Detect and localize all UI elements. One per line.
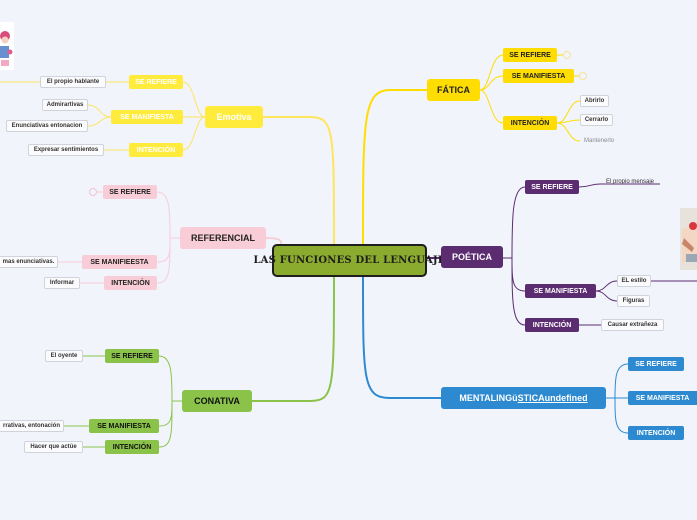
fatica-intencion[interactable]: INTENCIÓN <box>503 116 557 130</box>
referencial-intencion[interactable]: INTENCIÓN <box>104 276 157 290</box>
poetica-se-refiere[interactable]: SE REFIERE <box>525 180 579 194</box>
fatica-leaf-mantenerlo[interactable]: Mantenerlo <box>583 138 615 144</box>
conativa-se-manifiesta[interactable]: SE MANIFIESTA <box>89 419 159 433</box>
fatica-leaf-cerrarlo[interactable]: Cerrarlo <box>580 114 613 126</box>
metalinguistica-se-manifiesta[interactable]: SE MANIFIESTA <box>628 391 697 405</box>
referencial-se-manifiesta[interactable]: SE MANIFIEESTA <box>82 255 157 269</box>
fatica-leaf-abrirlo[interactable]: Abrirlo <box>580 95 609 107</box>
emotiva-leaf-admirativas[interactable]: Admirartivas <box>42 99 88 111</box>
emotiva-leaf-expresar-sentimientos[interactable]: Expresar sentimientos <box>28 144 104 156</box>
poetica-intencion[interactable]: INTENCIÓN <box>525 318 579 332</box>
metalinguistica-label-b: STICAundefined <box>517 393 588 403</box>
emotiva-se-manifiesta[interactable]: SE MANIFIESTA <box>111 110 183 124</box>
fatica-se-refiere[interactable]: SE REFIERE <box>503 48 557 62</box>
emotiva-se-refiere[interactable]: SE REFIERE <box>129 75 183 89</box>
empty-node-circle[interactable] <box>563 51 571 59</box>
conativa-leaf-hacer-que-actue[interactable]: Hacer que actúe <box>24 441 83 453</box>
topic-referencial[interactable]: REFERENCIAL <box>180 227 266 249</box>
central-topic[interactable]: LAS FUNCIONES DEL LENGUAJE <box>253 244 445 277</box>
topic-conativa[interactable]: CONATIVA <box>182 390 252 412</box>
fatica-se-manifiesta[interactable]: SE MANIFIESTA <box>503 69 574 83</box>
conativa-leaf-entonacion[interactable]: rrativas, entonación <box>0 420 64 432</box>
emotiva-leaf-propio-hablante[interactable]: El propio hablante <box>40 76 106 88</box>
referencial-leaf-enunciativas[interactable]: mas enunciativas. <box>0 256 58 268</box>
poetica-leaf-figuras[interactable]: Figuras <box>617 295 650 307</box>
poetica-leaf-estilo[interactable]: EL estilo <box>617 275 651 287</box>
cartoon-girl-icon <box>0 22 14 70</box>
empty-node-circle[interactable] <box>89 188 97 196</box>
referencial-leaf-informar[interactable]: Informar <box>44 277 80 289</box>
metalinguistica-intencion[interactable]: INTENCIÓN <box>628 426 684 440</box>
referencial-se-refiere[interactable]: SE REFIERE <box>103 185 157 199</box>
topic-emotiva[interactable]: Emotiva <box>205 106 263 128</box>
metalinguistica-label-a: MENTALINGü <box>459 393 518 403</box>
emotiva-leaf-enunciativas[interactable]: Enunciativas entonacion <box>6 120 88 132</box>
poetica-leaf-causar-extraneza[interactable]: Causar extrañeza <box>601 319 664 331</box>
conativa-leaf-oyente[interactable]: El oyente <box>45 350 83 362</box>
empty-node-circle[interactable] <box>579 72 587 80</box>
conativa-intencion[interactable]: INTENCIÓN <box>105 440 159 454</box>
emotiva-intencion[interactable]: INTENCIÓN <box>129 143 183 157</box>
metalinguistica-se-refiere[interactable]: SE REFIERE <box>628 357 684 371</box>
poetica-se-manifiesta[interactable]: SE MANIFIESTA <box>525 284 596 298</box>
poetica-leaf-propio-mensaje[interactable]: El propio mensaje <box>605 179 655 185</box>
topic-fatica[interactable]: FÁTICA <box>427 79 480 101</box>
painting-hands-icon <box>680 208 697 270</box>
topic-poetica[interactable]: POÉTICA <box>441 246 503 268</box>
conativa-se-refiere[interactable]: SE REFIERE <box>105 349 159 363</box>
